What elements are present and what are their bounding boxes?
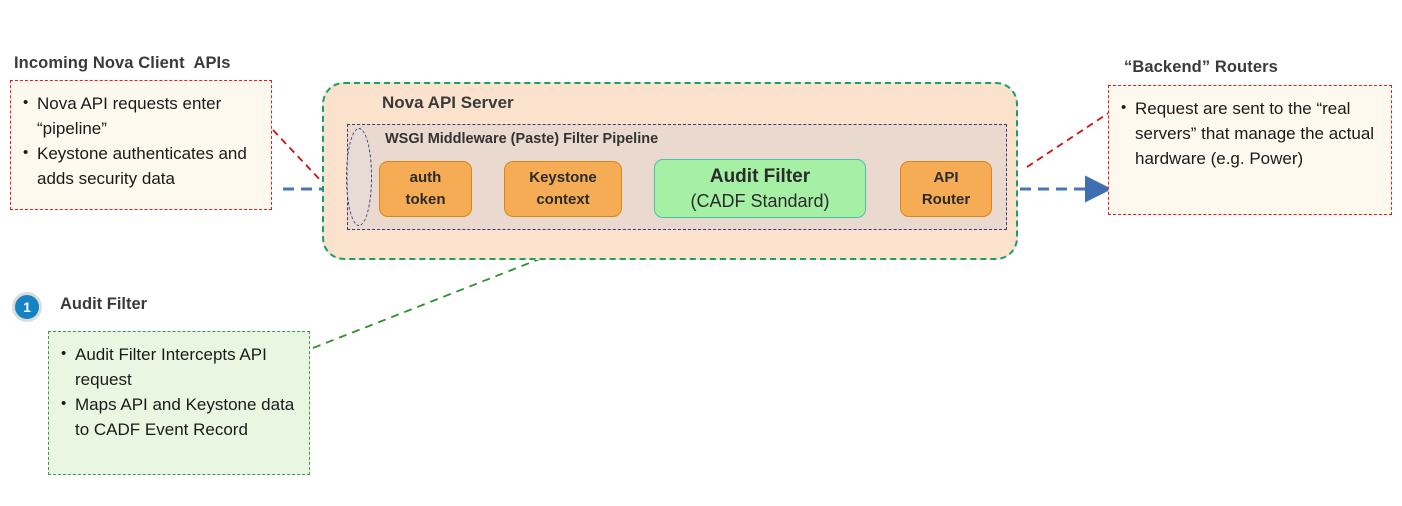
wsgi-pipeline-title: WSGI Middleware (Paste) Filter Pipeline <box>385 131 659 147</box>
leader-line-right <box>1026 111 1111 168</box>
pipeline-node-label-line2: context <box>536 191 590 208</box>
pipeline-node-label-line1: Audit Filter <box>709 165 811 187</box>
list-item: Audit Filter Intercepts API request <box>59 341 297 392</box>
pipeline-node-audit-filter[interactable]: Audit Filter (CADF Standard) <box>654 159 866 218</box>
pipeline-node-label-line2: (CADF Standard) <box>690 190 830 211</box>
pipeline-entry-oval <box>346 128 372 226</box>
list-item: Maps API and Keystone data to CADF Event… <box>59 391 297 442</box>
pipeline-node-label-line1: API <box>933 169 959 186</box>
left-callout-box: Nova API requests enter “pipeline” Keyst… <box>10 80 272 210</box>
step-badge-1: 1 <box>12 292 42 322</box>
pipeline-node-label-line2: Router <box>921 191 971 208</box>
right-callout-box: Request are sent to the “real servers” t… <box>1108 85 1392 215</box>
pipeline-node-api-router[interactable]: API Router <box>900 161 992 217</box>
list-item: Keystone authenticates and adds security… <box>21 140 259 191</box>
list-item: Request are sent to the “real servers” t… <box>1119 95 1379 171</box>
audit-callout-box: Audit Filter Intercepts API request Maps… <box>48 331 310 475</box>
nova-api-server-title: Nova API Server <box>382 93 514 112</box>
left-callout-list: Nova API requests enter “pipeline” Keyst… <box>21 90 259 191</box>
pipeline-node-label-line1: auth <box>409 169 442 186</box>
pipeline-node-auth-token[interactable]: auth token <box>379 161 472 217</box>
audit-callout-list: Audit Filter Intercepts API request Maps… <box>59 341 297 442</box>
left-callout-heading: Incoming Nova Client APIs <box>14 54 231 72</box>
audit-callout-heading: Audit Filter <box>60 295 148 313</box>
leader-line-left <box>272 129 324 184</box>
pipeline-node-keystone-context[interactable]: Keystone context <box>504 161 622 217</box>
right-callout-list: Request are sent to the “real servers” t… <box>1119 95 1379 171</box>
pipeline-node-label-line1: Keystone <box>529 169 597 186</box>
list-item: Nova API requests enter “pipeline” <box>21 90 259 141</box>
right-callout-heading: “Backend” Routers <box>1124 58 1278 76</box>
pipeline-node-label-line2: token <box>405 191 446 208</box>
